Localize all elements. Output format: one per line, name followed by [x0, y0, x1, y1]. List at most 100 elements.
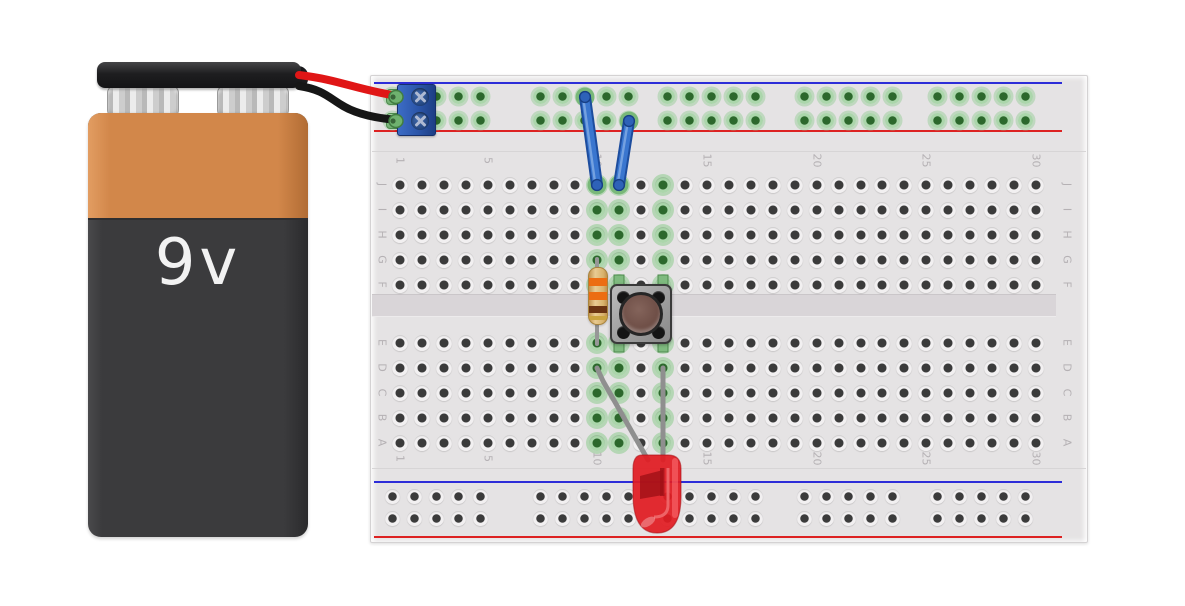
bottom-rail-hole[interactable]: [451, 511, 466, 526]
breadboard-hole[interactable]: [1027, 177, 1044, 193]
top-rail-hole[interactable]: [748, 113, 763, 128]
top-rail-hole[interactable]: [885, 113, 900, 128]
breadboard-hole[interactable]: [940, 177, 957, 193]
breadboard-hole[interactable]: [413, 435, 430, 451]
top-rail-hole[interactable]: [863, 89, 878, 104]
breadboard-hole[interactable]: [523, 177, 540, 193]
bottom-rail-hole[interactable]: [748, 511, 763, 526]
breadboard-hole[interactable]: [479, 177, 496, 193]
breadboard-hole[interactable]: [545, 227, 562, 243]
top-rail-hole[interactable]: [555, 113, 570, 128]
breadboard-hole[interactable]: [786, 202, 803, 218]
breadboard-hole[interactable]: [874, 177, 891, 193]
bottom-rail-hole[interactable]: [1018, 489, 1033, 504]
breadboard-hole[interactable]: [918, 360, 935, 376]
top-rail-hole[interactable]: [1018, 89, 1033, 104]
breadboard-hole[interactable]: [984, 410, 1001, 426]
breadboard-hole[interactable]: [940, 335, 957, 351]
breadboard-hole[interactable]: [457, 177, 474, 193]
breadboard-hole[interactable]: [764, 385, 781, 401]
top-rail-hole[interactable]: [473, 89, 488, 104]
breadboard-hole[interactable]: [435, 335, 452, 351]
breadboard-hole[interactable]: [589, 252, 606, 268]
breadboard-hole[interactable]: [545, 385, 562, 401]
breadboard-hole[interactable]: [523, 202, 540, 218]
breadboard-hole[interactable]: [984, 202, 1001, 218]
breadboard-hole[interactable]: [699, 335, 716, 351]
top-rail-hole[interactable]: [726, 89, 741, 104]
breadboard-hole[interactable]: [962, 335, 979, 351]
breadboard-hole[interactable]: [545, 202, 562, 218]
bottom-rail-hole[interactable]: [885, 489, 900, 504]
breadboard-hole[interactable]: [479, 252, 496, 268]
breadboard-hole[interactable]: [523, 277, 540, 293]
breadboard-hole[interactable]: [677, 227, 694, 243]
breadboard-hole[interactable]: [830, 385, 847, 401]
breadboard-hole[interactable]: [962, 227, 979, 243]
breadboard-hole[interactable]: [567, 360, 584, 376]
top-rail-hole[interactable]: [797, 113, 812, 128]
bottom-rail-hole[interactable]: [577, 489, 592, 504]
breadboard-hole[interactable]: [501, 252, 518, 268]
top-rail-hole[interactable]: [451, 89, 466, 104]
breadboard-hole[interactable]: [699, 252, 716, 268]
breadboard-hole[interactable]: [1006, 227, 1023, 243]
bottom-rail-hole[interactable]: [726, 489, 741, 504]
breadboard-hole[interactable]: [677, 360, 694, 376]
breadboard-hole[interactable]: [786, 277, 803, 293]
breadboard-hole[interactable]: [874, 360, 891, 376]
breadboard-hole[interactable]: [808, 177, 825, 193]
breadboard-hole[interactable]: [589, 202, 606, 218]
breadboard-hole[interactable]: [808, 385, 825, 401]
breadboard-hole[interactable]: [655, 202, 672, 218]
top-rail-hole[interactable]: [682, 113, 697, 128]
breadboard-hole[interactable]: [699, 277, 716, 293]
breadboard-hole[interactable]: [720, 335, 737, 351]
bottom-rail-hole[interactable]: [819, 489, 834, 504]
bottom-rail-hole[interactable]: [841, 511, 856, 526]
breadboard-hole[interactable]: [1027, 410, 1044, 426]
breadboard-hole[interactable]: [940, 385, 957, 401]
breadboard-hole[interactable]: [896, 202, 913, 218]
breadboard-hole[interactable]: [501, 360, 518, 376]
breadboard-hole[interactable]: [633, 227, 650, 243]
breadboard-hole[interactable]: [633, 410, 650, 426]
breadboard-hole[interactable]: [392, 277, 408, 293]
breadboard-hole[interactable]: [918, 227, 935, 243]
top-rail-hole[interactable]: [660, 113, 675, 128]
breadboard-hole[interactable]: [984, 360, 1001, 376]
bottom-rail-hole[interactable]: [407, 511, 422, 526]
breadboard-hole[interactable]: [918, 385, 935, 401]
breadboard-hole[interactable]: [830, 335, 847, 351]
breadboard-hole[interactable]: [677, 410, 694, 426]
bottom-rail-hole[interactable]: [1018, 511, 1033, 526]
breadboard-hole[interactable]: [764, 227, 781, 243]
breadboard-hole[interactable]: [830, 435, 847, 451]
top-rail-hole[interactable]: [930, 113, 945, 128]
breadboard-hole[interactable]: [677, 435, 694, 451]
breadboard-hole[interactable]: [633, 435, 650, 451]
breadboard-hole[interactable]: [984, 227, 1001, 243]
breadboard-hole[interactable]: [1006, 277, 1023, 293]
breadboard-hole[interactable]: [720, 385, 737, 401]
bottom-rail-hole[interactable]: [996, 489, 1011, 504]
breadboard-hole[interactable]: [764, 435, 781, 451]
breadboard-hole[interactable]: [392, 252, 408, 268]
bottom-rail-hole[interactable]: [974, 489, 989, 504]
breadboard-hole[interactable]: [435, 360, 452, 376]
top-rail-hole[interactable]: [533, 113, 548, 128]
breadboard-hole[interactable]: [940, 435, 957, 451]
bottom-rail-hole[interactable]: [660, 489, 675, 504]
breadboard-hole[interactable]: [1027, 335, 1044, 351]
breadboard-hole[interactable]: [720, 227, 737, 243]
breadboard-hole[interactable]: [611, 252, 628, 268]
breadboard-hole[interactable]: [830, 202, 847, 218]
breadboard-hole[interactable]: [984, 335, 1001, 351]
top-rail-hole[interactable]: [621, 89, 636, 104]
bottom-rail-hole[interactable]: [599, 511, 614, 526]
top-rail-hole[interactable]: [930, 89, 945, 104]
breadboard-hole[interactable]: [720, 435, 737, 451]
bottom-rail-hole[interactable]: [974, 511, 989, 526]
breadboard-hole[interactable]: [918, 177, 935, 193]
